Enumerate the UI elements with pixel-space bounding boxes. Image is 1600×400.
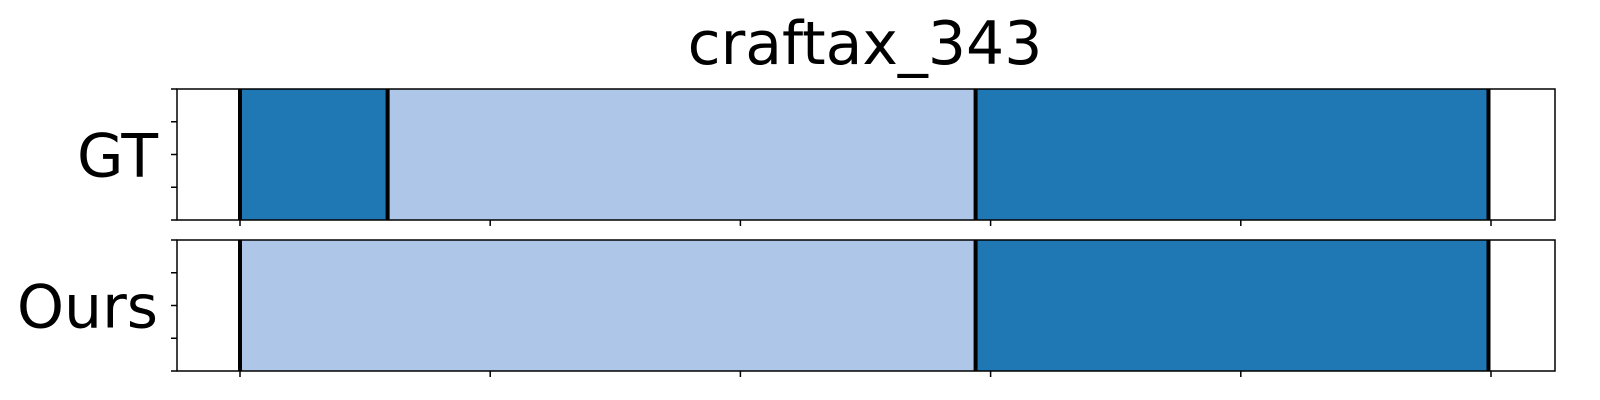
segment-bar xyxy=(240,240,976,371)
chart-title: craftax_343 xyxy=(688,9,1043,79)
row-panel-ours: Ours xyxy=(17,239,1556,377)
rows-layer: GT Ours xyxy=(17,88,1556,377)
segment-bar xyxy=(975,240,1489,371)
row-label-gt: GT xyxy=(77,122,158,192)
row-panel-gt: GT xyxy=(77,88,1556,226)
segment-bar xyxy=(975,89,1489,220)
segment-bar xyxy=(387,89,976,220)
row-label-ours: Ours xyxy=(17,273,158,343)
segment-bar xyxy=(240,89,388,220)
